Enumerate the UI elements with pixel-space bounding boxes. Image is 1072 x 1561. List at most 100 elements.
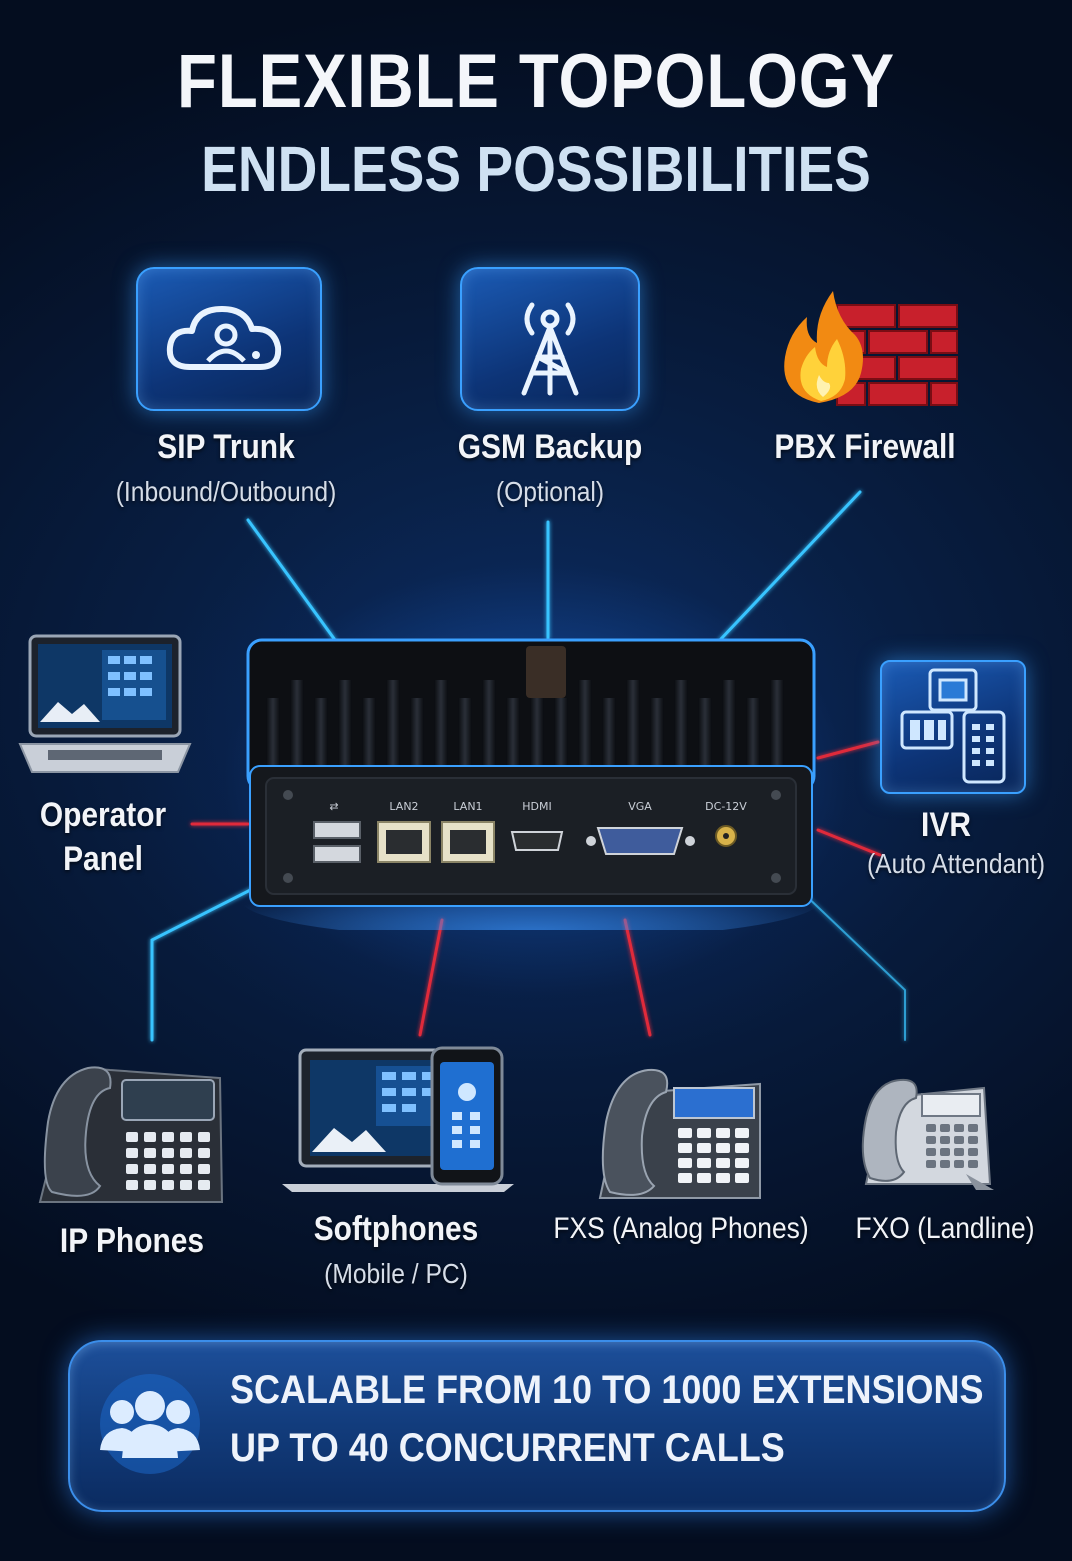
ip-phone-icon [38,1066,224,1203]
port-label-hdmi: HDMI [522,800,551,813]
heatsink-fin [362,698,376,768]
heatsink-fin [338,680,352,768]
port-labels: LAN2 LAN1 HDMI VGA DC-12V [389,800,747,813]
phone-key [678,1143,692,1153]
banner-line-extensions: SCALABLE FROM 10 TO 1000 EXTENSIONS [230,1368,984,1412]
gsm-backup-sub: (Optional) [495,476,605,507]
heatsink-fin [482,680,496,768]
phone-key [926,1136,936,1144]
users-group-icon [100,1374,200,1474]
phone-key [144,1180,156,1190]
phone-key [144,1132,156,1142]
heatsink-fin [698,698,712,768]
link-sip-trunk [246,518,337,642]
heatsink-fin [290,680,304,768]
link-ivr-top [816,740,880,760]
port-label-lan2: LAN2 [389,800,418,813]
heatsink-fin [650,698,664,768]
operator-panel-label-line2: Panel [63,840,143,878]
phone-key [735,1143,749,1153]
heatsink-fin [722,680,736,768]
phone-key [198,1164,210,1174]
phone-key [180,1148,192,1158]
phone-key [198,1148,210,1158]
heatsink-fin [626,680,640,768]
phone-key [697,1158,711,1168]
phone-key [954,1160,964,1168]
phone-key [926,1160,936,1168]
ivr-tile [880,660,1026,794]
heatsink-fin [746,698,760,768]
heatsink-fin [386,680,400,768]
ivr-devices-icon [900,668,1006,784]
phone-key [198,1180,210,1190]
link-softphones [418,918,444,1037]
phone-key [735,1128,749,1138]
link-ivr-bottom [816,828,882,857]
port-label-vga: VGA [628,800,652,813]
link-fxs [623,918,652,1037]
phone-key [940,1136,950,1144]
sip-trunk-label: SIP Trunk [157,428,295,466]
phone-key [678,1158,692,1168]
heatsink-fin [530,680,544,768]
phone-key [954,1148,964,1156]
phone-key [126,1180,138,1190]
port-label-lan1: LAN1 [453,800,482,813]
phone-key [126,1164,138,1174]
landline-phone-icon [861,1078,994,1190]
operator-panel-label-line1: Operator [39,796,167,834]
monitor-mobile-icon [282,1046,514,1192]
phone-key [697,1128,711,1138]
heatsink-fin [674,680,688,768]
sip-trunk-tile [136,267,322,411]
heatsink-fin [602,698,616,768]
fxs-label: FXS (Analog Phones) [553,1212,809,1245]
phone-key [180,1164,192,1174]
phone-key [180,1132,192,1142]
softphones-sub: (Mobile / PC) [324,1258,468,1289]
page-title: FLEXIBLE TOPOLOGY [177,39,895,124]
phone-key [716,1143,730,1153]
softphones-label: Softphones [313,1210,479,1248]
firewall-icon [784,291,958,406]
phone-key [926,1148,936,1156]
phone-key [940,1148,950,1156]
phone-key [968,1124,978,1132]
phone-key [144,1164,156,1174]
link-fxo [799,889,906,1041]
phone-key [716,1128,730,1138]
page-subtitle: ENDLESS POSSIBILITIES [201,133,871,205]
phone-key [697,1173,711,1183]
heatsink-fin [410,698,424,768]
phone-key [954,1136,964,1144]
capacity-banner [68,1340,1006,1512]
heatsink-fin [578,680,592,768]
gsm-backup-label: GSM Backup [457,428,643,466]
phone-key [162,1164,174,1174]
phone-key [678,1173,692,1183]
heatsink-fin [554,698,568,768]
phone-key [940,1124,950,1132]
phone-key [940,1160,950,1168]
phone-key [162,1132,174,1142]
phone-key [968,1148,978,1156]
svg-text:⇄: ⇄ [329,800,338,813]
link-ip-phones [150,878,272,1042]
sip-trunk-sub: (Inbound/Outbound) [115,476,337,507]
analog-phone-icon [598,1068,761,1199]
phone-key [162,1180,174,1190]
phone-key [926,1124,936,1132]
fxo-label: FXO (Landline) [855,1212,1035,1245]
heatsink-fin [506,698,520,768]
port-label-dc: DC-12V [705,800,747,813]
phone-key [735,1158,749,1168]
ivr-sub: (Auto Attendant) [866,848,1046,879]
heatsink-fin [434,680,448,768]
phone-key [716,1158,730,1168]
phone-key [180,1180,192,1190]
laptop-icon [18,634,192,773]
heatsink-fin [458,698,472,768]
phone-key [144,1148,156,1158]
